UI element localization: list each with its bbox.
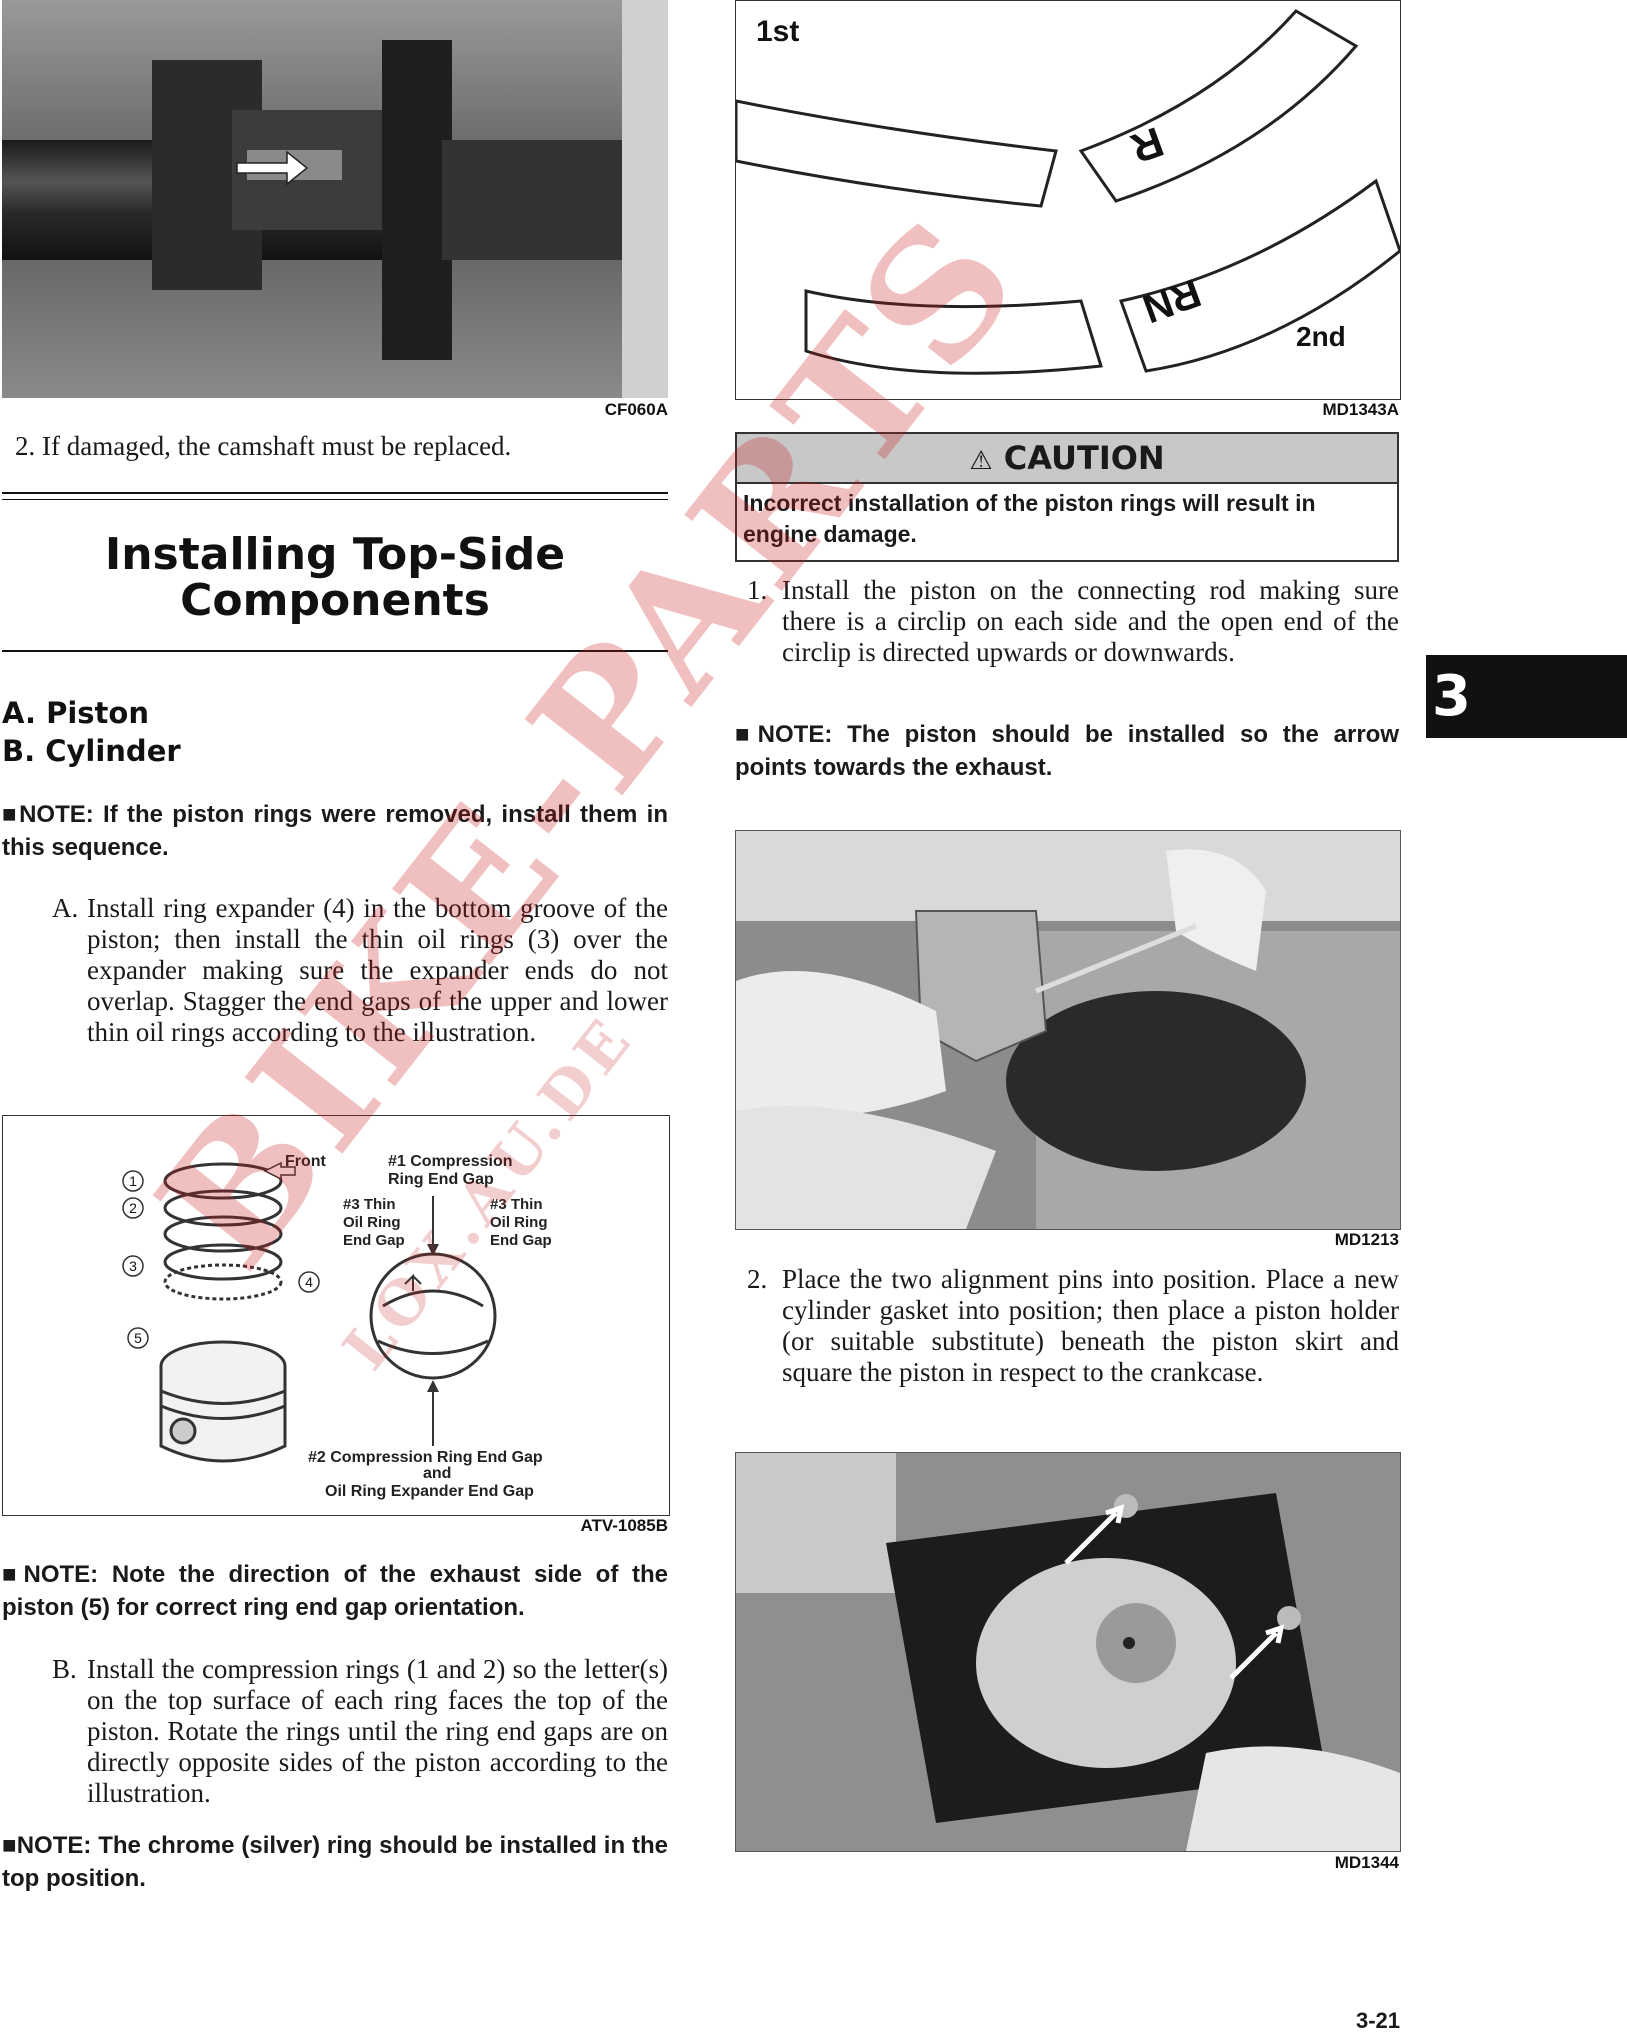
figure-label-camshaft: CF060A — [604, 400, 668, 419]
left-step-2: 2. If damaged, the camshaft must be repl… — [15, 431, 668, 462]
label-thin-right-3: End Gap — [490, 1232, 552, 1249]
divider-top-2 — [2, 499, 668, 500]
camshaft-illustration — [2, 0, 668, 398]
step-a-text: Install ring expander (4) in the bottom … — [87, 893, 668, 1047]
figure-label-rings: MD1343A — [1322, 400, 1399, 419]
label-and: and — [423, 1465, 451, 1482]
piston-install-illustration — [736, 831, 1400, 1229]
divider-heading — [2, 650, 668, 652]
label-2nd: 2nd — [1296, 321, 1346, 352]
label-comp1b: Ring End Gap — [388, 1171, 494, 1188]
camshaft-photo — [2, 0, 668, 398]
piston-ring-diagram-svg: 1 2 3 4 5 5 Front #1 Compression Ring En… — [122, 1153, 552, 1500]
step-b: B. Install the compression rings (1 and … — [52, 1654, 668, 1809]
subhead-piston: A. Piston — [2, 696, 149, 730]
divider-top — [2, 492, 668, 494]
caution-title: CAUTION — [1003, 439, 1165, 477]
label-comp2: #2 Compression Ring End Gap — [308, 1449, 543, 1466]
step-2-number: 2. — [747, 1264, 768, 1294]
figure-label-diagram: ATV-1085B — [580, 1516, 668, 1535]
callout-2: 2 — [129, 1200, 137, 1216]
label-thin-left-2: Oil Ring — [343, 1214, 401, 1231]
step-1-text: Install the piston on the connecting rod… — [782, 575, 1399, 667]
ring-marks-illustration: 1st 2nd R RN — [736, 9, 1400, 375]
callout-3: 3 — [129, 1258, 137, 1274]
caution-header: ⚠ CAUTION — [735, 432, 1399, 484]
page-number: 3-21 — [1355, 2008, 1400, 2033]
step-2-text: Place the two alignment pins into positi… — [782, 1264, 1399, 1387]
label-thin-left-3: End Gap — [343, 1232, 405, 1249]
right-step-1: 1. Install the piston on the connecting … — [747, 575, 1399, 668]
right-step-2: 2. Place the two alignment pins into pos… — [747, 1264, 1399, 1388]
gasket-photo — [735, 1452, 1401, 1852]
callout-4: 4 — [305, 1274, 313, 1290]
callout-5: 5 — [134, 1330, 142, 1346]
note-piston-rings: ■NOTE: If the piston rings were removed,… — [2, 801, 668, 861]
note-chrome-ring: ■NOTE: The chrome (silver) ring should b… — [2, 1832, 668, 1892]
step-a-number: A. — [52, 893, 79, 923]
piston-install-photo — [735, 830, 1401, 1230]
label-thin-left-1: #3 Thin — [343, 1196, 396, 1213]
figure-label-install: MD1213 — [1334, 1230, 1399, 1249]
heading-line-1: Installing Top-Side — [104, 529, 566, 580]
figure-label-gasket: MD1344 — [1334, 1853, 1399, 1872]
label-thin-right-2: Oil Ring — [490, 1214, 548, 1231]
gasket-illustration — [736, 1453, 1400, 1851]
label-expander: Oil Ring Expander End Gap — [325, 1483, 534, 1500]
subhead-cylinder: B. Cylinder — [2, 734, 181, 768]
ring-marks-photo: 1st 2nd R RN — [735, 0, 1401, 400]
step-number: 2. — [15, 431, 36, 461]
step-b-text: Install the compression rings (1 and 2) … — [87, 1654, 668, 1808]
heading-line-2: Components — [180, 575, 490, 626]
note-arrow-exhaust: ■NOTE: The piston should be installed so… — [735, 721, 1399, 781]
step-b-number: B. — [52, 1654, 77, 1684]
caution-text: Incorrect installation of the piston rin… — [735, 482, 1399, 562]
note-exhaust-direction: ■NOTE: Note the direction of the exhaust… — [2, 1561, 668, 1621]
label-thin-right-1: #3 Thin — [490, 1196, 543, 1213]
step-1-number: 1. — [747, 575, 768, 605]
label-comp1: #1 Compression — [388, 1153, 512, 1170]
piston-ring-diagram: 1 2 3 4 5 5 Front #1 Compression Ring En… — [2, 1115, 670, 1516]
label-1st: 1st — [756, 15, 799, 48]
warning-icon: ⚠ — [969, 446, 993, 476]
step-text: If damaged, the camshaft must be replace… — [42, 431, 512, 461]
section-heading: Installing Top-Side Components — [2, 532, 668, 624]
step-a: A. Install ring expander (4) in the bott… — [52, 893, 668, 1048]
label-front: Front — [285, 1153, 327, 1170]
callout-1: 1 — [129, 1173, 137, 1189]
chapter-tab: 3 — [1426, 655, 1627, 738]
